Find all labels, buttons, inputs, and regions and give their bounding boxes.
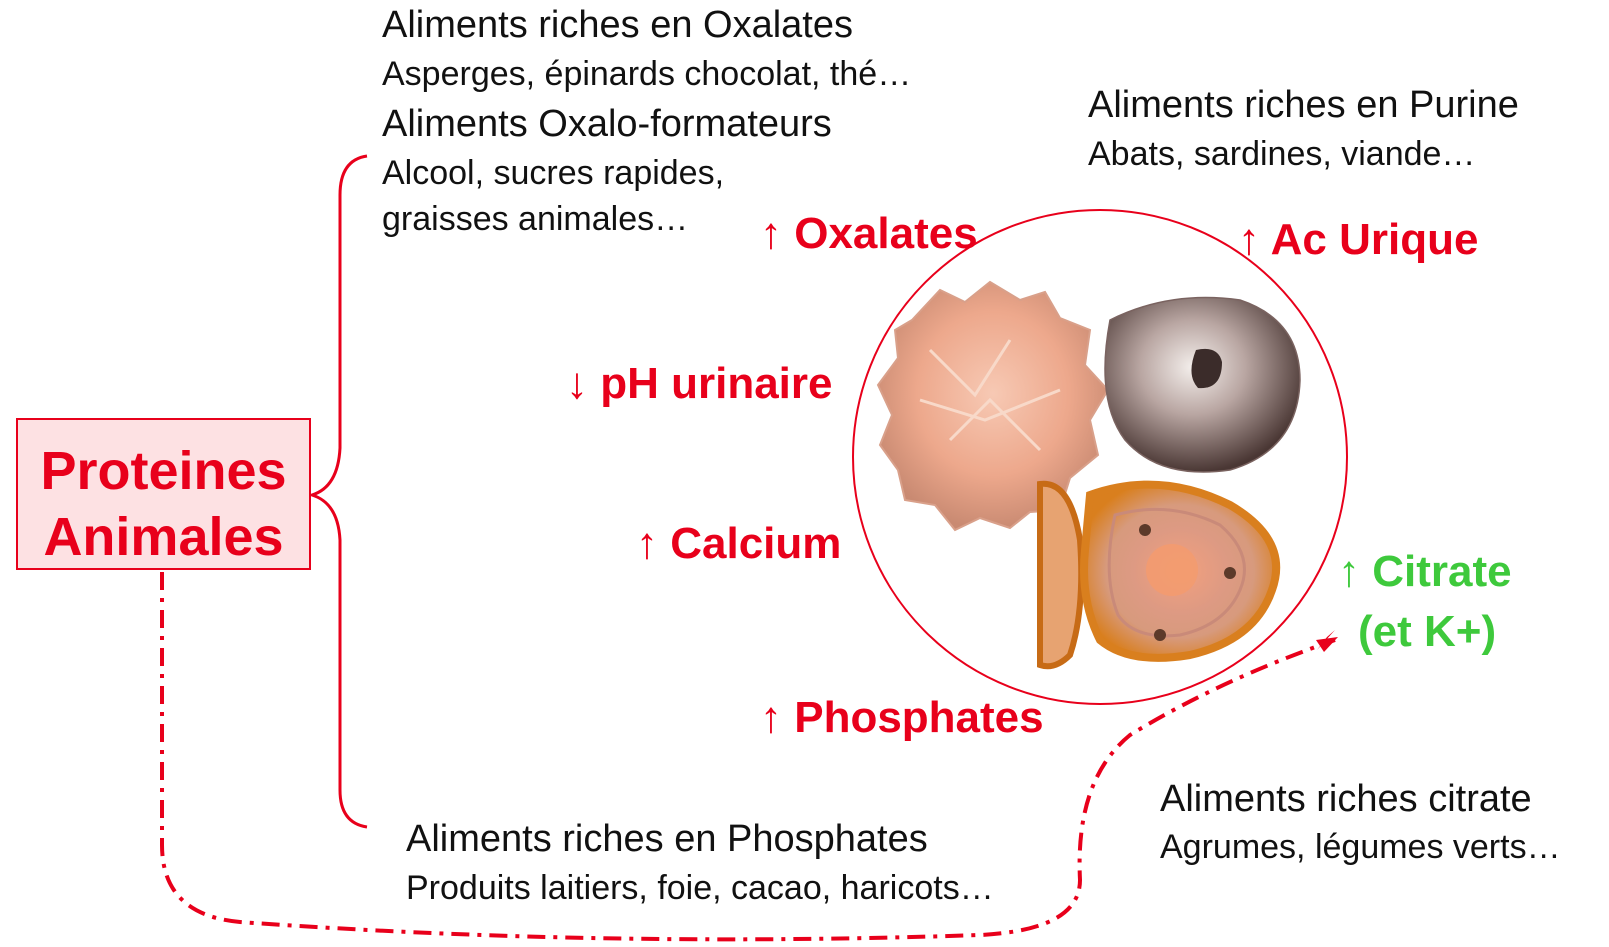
effect-ph-urinaire-label: pH urinaire (600, 359, 832, 408)
kidney-stones-photo-icon (878, 282, 1300, 666)
phosphates-foods-title: Aliments riches en Phosphates (406, 820, 928, 858)
oxalates-foods-title: Aliments riches en Oxalates (382, 6, 853, 44)
proteines-animales-label: Proteines Animales (18, 438, 309, 570)
citrate-foods-examples: Agrumes, légumes verts… (1160, 830, 1561, 864)
up-arrow-icon: ↑ (1238, 215, 1260, 264)
effect-oxalates-label: Oxalates (794, 209, 977, 258)
proteines-animales-box: Proteines Animales (16, 418, 311, 570)
up-arrow-icon: ↑ (1338, 547, 1360, 596)
phosphate-stone (1040, 484, 1276, 667)
curly-brace (312, 156, 367, 827)
effect-phosphates-label: Phosphates (794, 693, 1043, 742)
oxalo-formateurs-examples-line2: graisses animales… (382, 202, 688, 236)
effect-calcium-label: Calcium (670, 519, 841, 568)
citrate-foods-title: Aliments riches citrate (1160, 780, 1532, 818)
purine-foods-title: Aliments riches en Purine (1088, 86, 1519, 124)
purine-foods-examples: Abats, sardines, viande… (1088, 137, 1475, 171)
effect-citrate: ↑ Citrate (1338, 550, 1512, 594)
effect-calcium: ↑ Calcium (636, 522, 841, 566)
oxalates-foods-examples: Asperges, épinards chocolat, thé… (382, 57, 911, 91)
oxalo-formateurs-examples-line1: Alcool, sucres rapides, (382, 156, 724, 190)
down-arrow-icon: ↓ (566, 359, 588, 408)
up-arrow-icon: ↑ (760, 209, 782, 258)
phosphates-foods-examples: Produits laitiers, foie, cacao, haricots… (406, 871, 994, 905)
effect-ac-urique: ↑ Ac Urique (1238, 218, 1478, 262)
citrate-arrowhead-icon (1316, 637, 1338, 652)
effect-ac-urique-label: Ac Urique (1271, 215, 1479, 264)
oxalate-stone (878, 282, 1108, 530)
up-arrow-icon: ↑ (760, 693, 782, 742)
effect-phosphates: ↑ Phosphates (760, 696, 1044, 740)
effect-ph-urinaire: ↓ pH urinaire (566, 362, 833, 406)
effect-citrate-line2: (et K+) (1358, 610, 1496, 654)
oxalo-formateurs-title: Aliments Oxalo-formateurs (382, 105, 832, 143)
uric-acid-stone (1105, 298, 1300, 473)
up-arrow-icon: ↑ (636, 519, 658, 568)
effect-citrate-label: Citrate (1372, 547, 1511, 596)
effect-oxalates: ↑ Oxalates (760, 212, 978, 256)
